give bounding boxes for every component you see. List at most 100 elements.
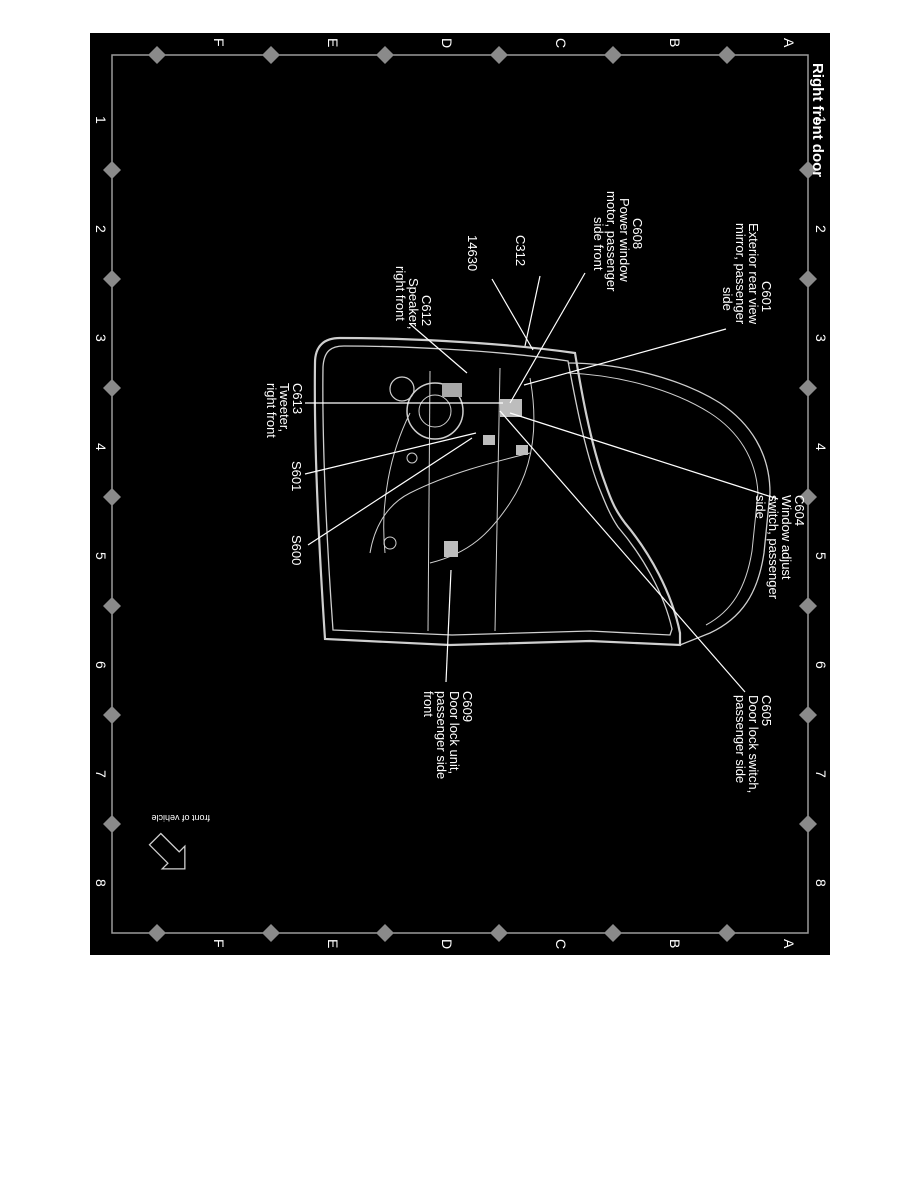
callout-line: C608 xyxy=(630,218,645,249)
edge-marker xyxy=(604,924,622,942)
row-labels-right: A B C D E F xyxy=(211,939,797,949)
row-label: A xyxy=(781,939,797,949)
callout-c608: C608 Power window motor, passenger side … xyxy=(591,191,645,292)
arrow-icon xyxy=(148,832,186,870)
edge-marker xyxy=(262,46,280,64)
row-label: D xyxy=(439,939,455,949)
callout-line: Tweeter, xyxy=(277,383,292,432)
callout-line: side xyxy=(753,495,768,519)
callout-c613: C613 Tweeter, right front xyxy=(264,383,305,438)
callout-line: motor, passenger xyxy=(604,191,619,292)
edge-marker xyxy=(103,815,121,833)
col-label: 1 xyxy=(813,116,829,124)
col-label: 4 xyxy=(93,443,109,451)
col-label: 6 xyxy=(813,661,829,669)
callout-line: Door lock unit, xyxy=(447,691,462,774)
callout-line: right front xyxy=(264,383,279,438)
callout-line: C613 xyxy=(290,383,305,414)
callout-s600: S600 xyxy=(289,535,304,565)
grid-border xyxy=(111,54,809,934)
callout-line: mirror, passenger xyxy=(733,223,748,325)
door-diagram: Right front door 1 2 3 4 5 6 7 8 1 2 3 xyxy=(93,38,829,949)
connector-block xyxy=(442,383,462,397)
connector-block xyxy=(500,399,522,417)
col-label: 3 xyxy=(93,334,109,342)
callout-line: Power window xyxy=(617,198,632,282)
col-label: 5 xyxy=(93,552,109,560)
callout-c609: C609 Door lock unit, passenger side fron… xyxy=(421,691,475,779)
callout-s601: S601 xyxy=(289,461,304,491)
edge-marker xyxy=(376,924,394,942)
edge-marker xyxy=(103,379,121,397)
diagram-panel: Right front door 1 2 3 4 5 6 7 8 1 2 3 xyxy=(90,33,830,955)
callout-line: C604 xyxy=(792,495,807,526)
edge-marker xyxy=(103,270,121,288)
edge-marker xyxy=(718,46,736,64)
callout-line: front xyxy=(421,691,436,717)
callout-line: C612 xyxy=(419,295,434,326)
callout-line: passenger side xyxy=(434,691,449,779)
edge-marker xyxy=(103,597,121,615)
edge-marker xyxy=(799,488,817,506)
callout-c612: C612 Speaker, right front xyxy=(393,266,434,329)
col-label: 5 xyxy=(813,552,829,560)
edge-marker xyxy=(799,597,817,615)
callout-line: Exterior rear view xyxy=(746,223,761,325)
door-illustration xyxy=(313,336,771,647)
callout-line: S600 xyxy=(289,535,304,565)
edge-marker xyxy=(799,270,817,288)
row-label: E xyxy=(325,939,341,948)
edge-marker xyxy=(103,488,121,506)
col-label: 8 xyxy=(813,879,829,887)
callout-line: passenger side xyxy=(733,695,748,783)
callout-line: Speaker, xyxy=(406,278,421,329)
connector-block xyxy=(483,435,495,445)
callout-c601: C601 Exterior rear view mirror, passenge… xyxy=(720,223,774,325)
rotated-diagram: Right front door 1 2 3 4 5 6 7 8 1 2 3 xyxy=(90,33,830,955)
callout-line: S601 xyxy=(289,461,304,491)
col-label: 8 xyxy=(93,879,109,887)
diagram-title: Right front door xyxy=(809,63,826,177)
col-label: 7 xyxy=(813,770,829,778)
leader-lines xyxy=(304,272,779,693)
callout-line: right front xyxy=(393,266,408,321)
edge-marker xyxy=(103,706,121,724)
callout-line: C609 xyxy=(460,691,475,722)
edge-marker xyxy=(799,161,817,179)
edge-marker xyxy=(148,46,166,64)
col-label: 2 xyxy=(813,225,829,233)
row-label: F xyxy=(211,939,227,948)
callout-14630: 14630 xyxy=(465,235,480,271)
connector-block xyxy=(516,445,528,455)
row-label: D xyxy=(439,38,455,48)
callout-line: 14630 xyxy=(465,235,480,271)
front-of-vehicle-indicator: front of vehicle xyxy=(148,813,210,870)
edge-marker xyxy=(490,46,508,64)
callout-line: Door lock switch, xyxy=(746,695,761,793)
edge-marker xyxy=(490,924,508,942)
row-label: B xyxy=(667,939,683,948)
col-label: 2 xyxy=(93,225,109,233)
row-label: E xyxy=(325,38,341,47)
callout-c312: C312 xyxy=(513,235,528,266)
callout-c605: C605 Door lock switch, passenger side xyxy=(733,695,774,793)
col-label: 1 xyxy=(93,116,109,124)
edge-marker xyxy=(799,379,817,397)
callout-line: side xyxy=(720,287,735,311)
callout-c604: C604 Window adjust switch, passenger sid… xyxy=(753,495,807,600)
callout-line: C605 xyxy=(759,695,774,726)
row-labels-left: A B C D E F xyxy=(211,38,797,48)
front-of-vehicle-label: front of vehicle xyxy=(151,813,210,823)
callout-line: switch, passenger xyxy=(766,495,781,600)
callout-line: C601 xyxy=(759,281,774,312)
col-label: 6 xyxy=(93,661,109,669)
connector-block xyxy=(444,541,458,557)
edge-marker xyxy=(103,161,121,179)
col-label: 4 xyxy=(813,443,829,451)
row-label: C xyxy=(553,939,569,949)
col-label: 7 xyxy=(93,770,109,778)
callout-line: side front xyxy=(591,217,606,271)
edge-marker xyxy=(799,706,817,724)
row-label: F xyxy=(211,38,227,47)
